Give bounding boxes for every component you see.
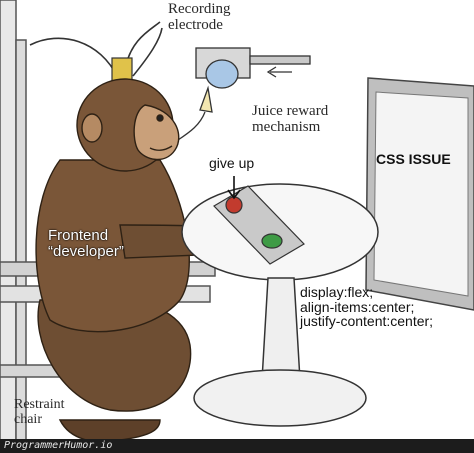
monkey-figure	[35, 78, 286, 443]
juice-reward-device	[177, 47, 311, 141]
juice-reward-label: Juice reward mechanism	[252, 103, 329, 136]
css-code-label: display:flex; align-items:center; justif…	[300, 285, 433, 329]
give-up-label-text: give up	[209, 155, 255, 171]
restraint-chair-label-text: Restraint chair	[14, 397, 65, 427]
frontend-developer-label: Frontend “developer”	[48, 228, 124, 260]
give-up-arrow	[227, 176, 241, 200]
watermark-bar: ProgrammerHumor.io	[0, 439, 474, 453]
watermark-text: ProgrammerHumor.io	[4, 440, 113, 451]
juice-reward-label-text: Juice reward mechanism	[252, 103, 329, 135]
recording-electrode-label: Recording electrode	[168, 1, 231, 34]
css-code-label-text: display:flex; align-items:center; justif…	[300, 284, 434, 330]
button-panel	[213, 185, 305, 265]
css-issue-label: CSS ISSUE	[376, 152, 451, 167]
css-issue-label-text: CSS ISSUE	[376, 151, 451, 167]
monitor-screen	[365, 77, 474, 311]
frontend-developer-label-text: Frontend “developer”	[48, 227, 124, 260]
give-up-label: give up	[209, 156, 254, 171]
recording-electrode-label-text: Recording electrode	[168, 1, 231, 33]
restraint-chair-label: Restraint chair	[14, 397, 65, 427]
